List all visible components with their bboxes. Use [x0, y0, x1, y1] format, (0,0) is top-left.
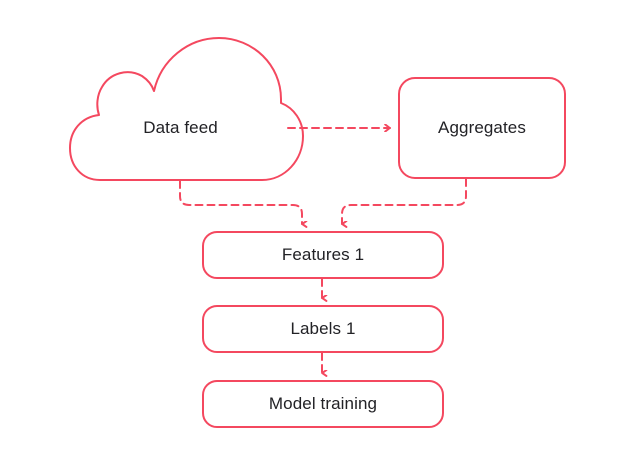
node-labels-1[interactable] [202, 305, 444, 353]
edge-datafeed-features [179, 180, 302, 224]
node-features-1[interactable] [202, 231, 444, 279]
cloud-outline [69, 37, 304, 181]
node-aggregates[interactable] [398, 77, 566, 179]
aggregates-box [398, 77, 566, 179]
node-data-feed[interactable] [69, 37, 304, 181]
labels-box [202, 305, 444, 353]
edge-aggregates-features [341, 178, 467, 224]
features-box [202, 231, 444, 279]
model-training-box [202, 380, 444, 428]
node-model-training[interactable] [202, 380, 444, 428]
